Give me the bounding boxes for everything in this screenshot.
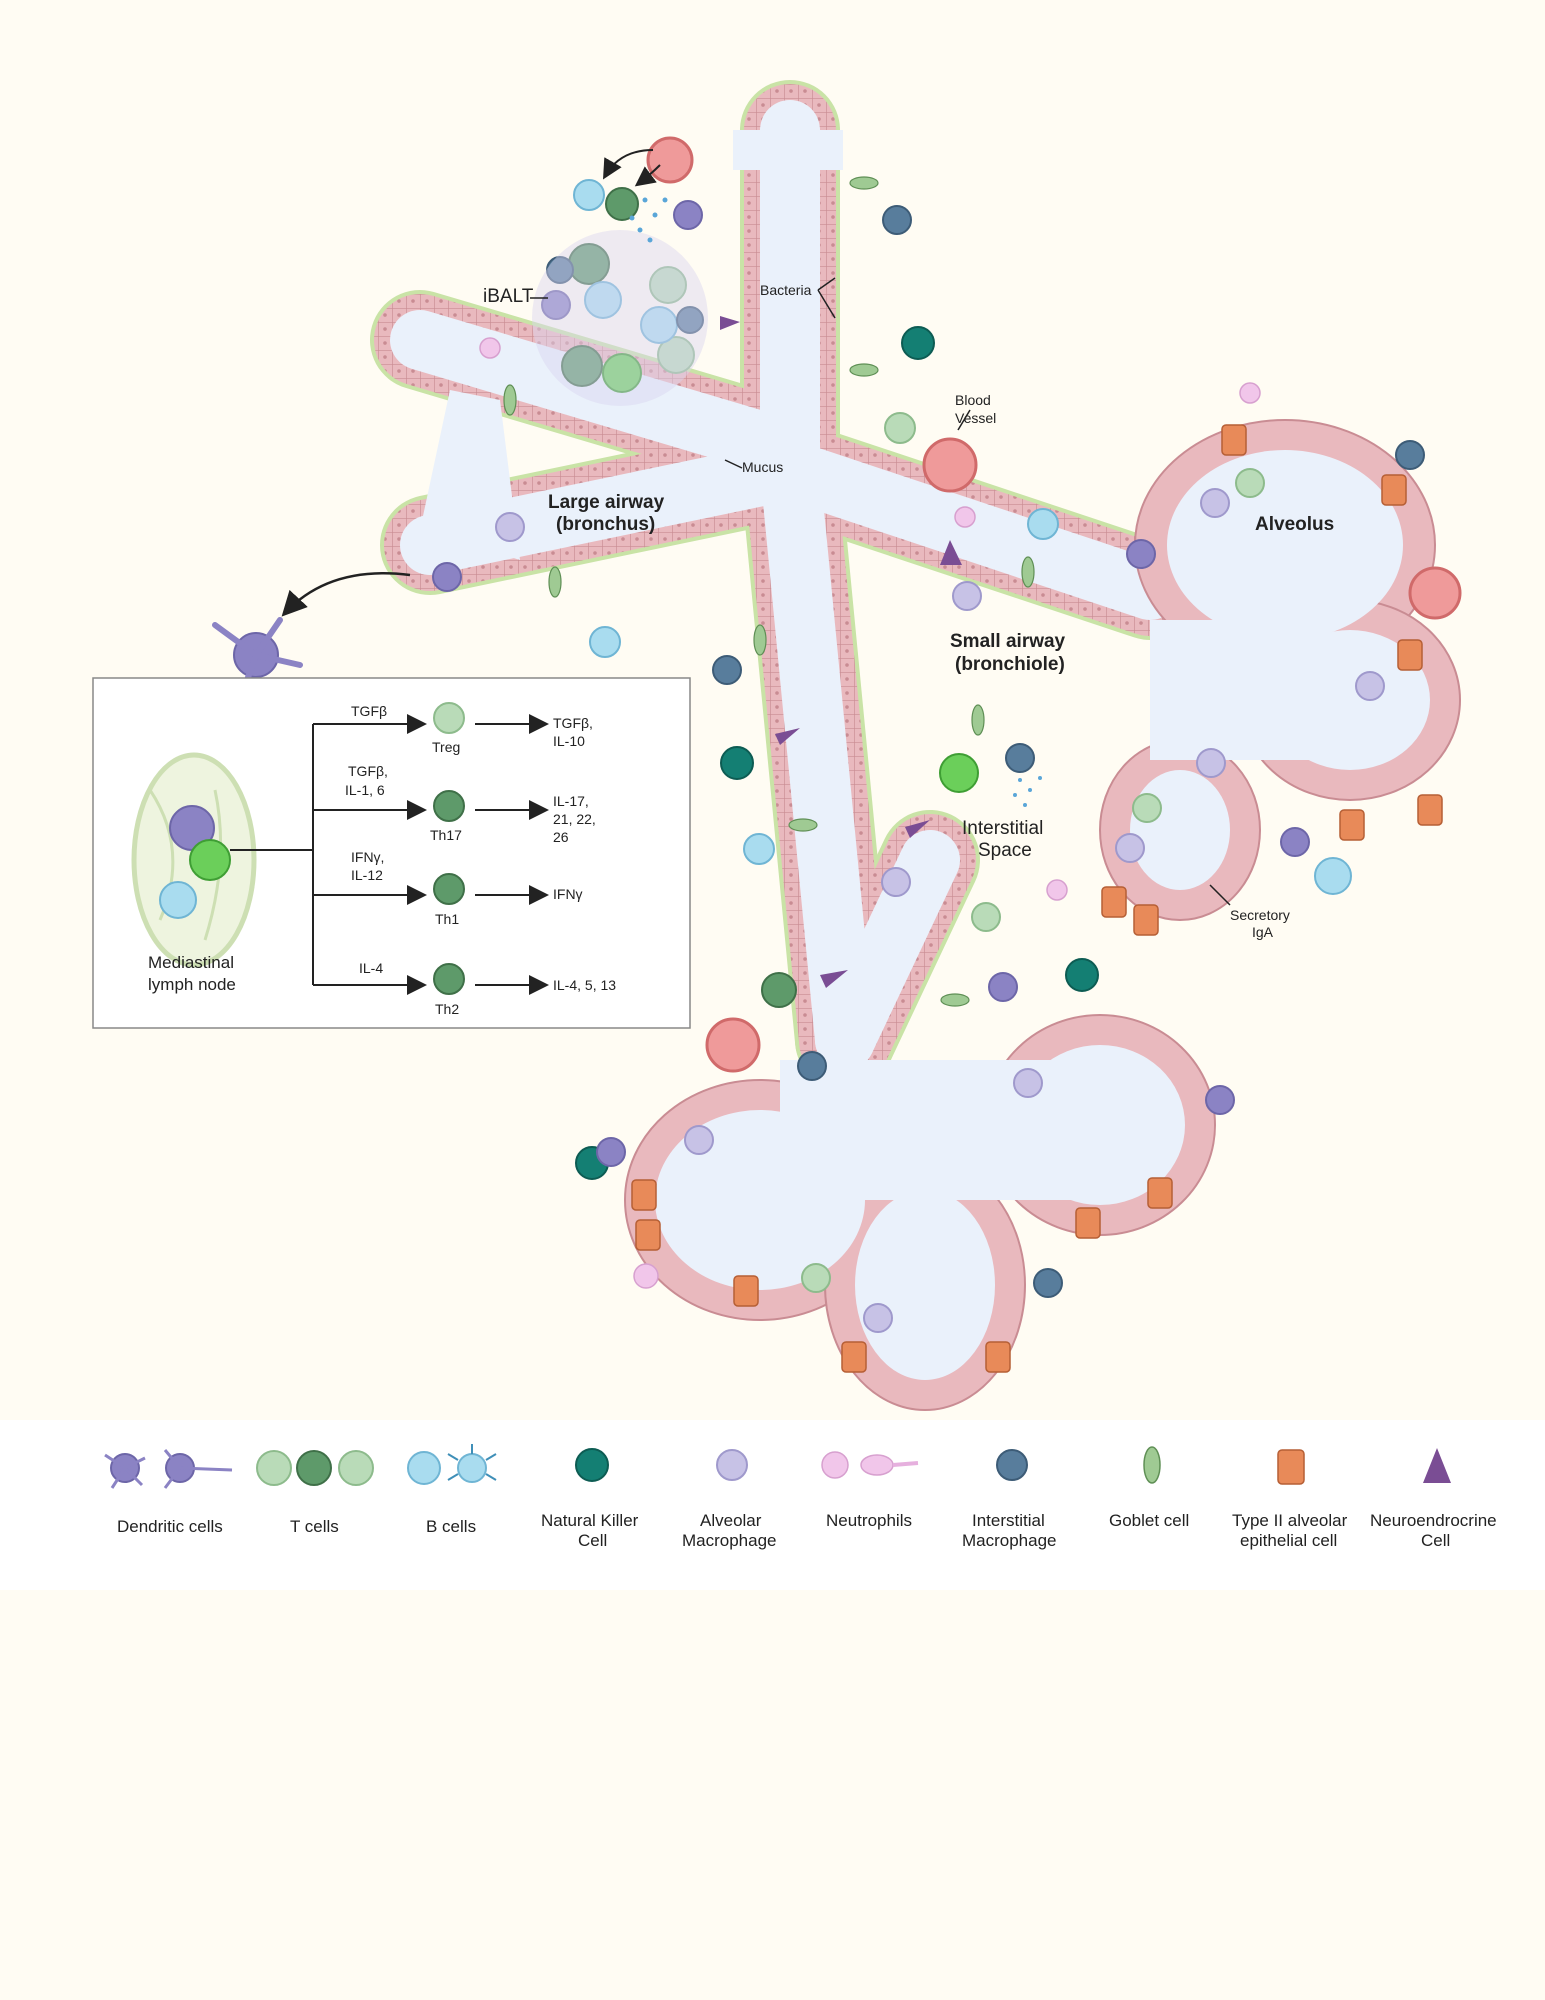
- legend-dendritic-label: Dendritic cells: [117, 1517, 223, 1536]
- legend-interstitial-macrophage-icon: [996, 1449, 1028, 1481]
- legend-neutrophil-icon: [821, 1451, 919, 1479]
- lymph-node-box: Mediastinal lymph node TGFβ Treg TGFβ, I…: [92, 677, 691, 1029]
- label-mucus: Mucus: [742, 459, 783, 475]
- legend-b-cells-label: B cells: [426, 1517, 476, 1536]
- th1-output-1: IFNγ: [553, 886, 583, 902]
- th2-cell-label: Th2: [435, 1001, 459, 1017]
- label-alveolus: Alveolus: [1255, 514, 1334, 535]
- blood-vessels: [646, 136, 1462, 1073]
- neuroendocrine-cells: [720, 316, 962, 988]
- large-airway-opening: [733, 130, 843, 170]
- label-ibalt: iBALT: [483, 286, 534, 307]
- th1-cell-label: Th1: [435, 911, 459, 927]
- pathway-th17: TGFβ, IL-1, 6 Th17 IL-17, 21, 22, 26: [345, 763, 596, 845]
- cytokine-dots: [629, 197, 1042, 807]
- legend-goblet-icon: [1143, 1446, 1161, 1484]
- legend-neutrophils-label: Neutrophils: [826, 1511, 912, 1530]
- th17-output-1: IL-17,: [553, 793, 589, 809]
- lymph-node-label-1: Mediastinal: [148, 953, 234, 972]
- migration-arrow-1: [281, 572, 411, 617]
- legend-nk-label-2: Cell: [578, 1531, 607, 1550]
- pathway-th1: IFNγ, IL-12 Th1 IFNγ: [351, 849, 583, 927]
- label-large-airway-2: (bronchus): [556, 514, 655, 535]
- label-secretory-iga-1: Secretory: [1230, 907, 1290, 923]
- th17-signal-2: IL-1, 6: [345, 782, 385, 798]
- th1-signal-1: IFNγ,: [351, 849, 384, 865]
- legend-interstitial-label-2: Macrophage: [962, 1531, 1057, 1550]
- th17-signal-1: TGFβ,: [348, 763, 388, 779]
- leader-lines: [530, 277, 1231, 906]
- label-small-airway-1: Small airway: [950, 631, 1066, 652]
- pathway-th2: IL-4 Th2 IL-4, 5, 13: [359, 960, 616, 1017]
- treg-output-1: TGFβ,: [553, 715, 593, 731]
- type2-cells: [631, 424, 1443, 1373]
- label-bacteria: Bacteria: [760, 282, 812, 298]
- legend-type2-icon: [1277, 1449, 1305, 1485]
- legend-nk-icon: [575, 1448, 609, 1482]
- th1-signal-2: IL-12: [351, 867, 383, 883]
- label-blood-vessel-1: Blood: [955, 392, 991, 408]
- legend-dendritic-icon: [104, 1449, 233, 1489]
- alveolus-upper: [1099, 419, 1461, 921]
- ibalt-cluster: [532, 230, 708, 406]
- ibalt-arrow-2: [634, 164, 661, 187]
- ibalt-arrow-1: [602, 149, 654, 180]
- diagram-labels: iBALT Bacteria Blood Vessel Mucus Large …: [483, 282, 1334, 940]
- label-large-airway-1: Large airway: [548, 492, 665, 513]
- legend-alveolar-macrophage-icon: [716, 1449, 748, 1481]
- th17-output-3: 26: [553, 829, 569, 845]
- th17-cell-label: Th17: [430, 827, 462, 843]
- airway-tree: [370, 80, 1461, 1411]
- label-blood-vessel-2: Vessel: [955, 410, 996, 426]
- th2-signal: IL-4: [359, 960, 383, 976]
- legend-neuroendocrine-icon: [1423, 1448, 1451, 1483]
- neutrophils: [479, 337, 1261, 1289]
- label-interstitial-2: Space: [978, 840, 1032, 861]
- legend-t-cell-icon: [256, 1450, 374, 1486]
- legend-alveolar-label-2: Macrophage: [682, 1531, 777, 1550]
- th17-output-2: 21, 22,: [553, 811, 596, 827]
- pathway-treg: TGFβ Treg TGFβ, IL-10: [351, 703, 593, 755]
- legend-type2-label-2: epithelial cell: [1240, 1531, 1337, 1550]
- legend: Dendritic cells T cells B cells Natural …: [0, 1420, 1545, 1590]
- lymph-node-label-2: lymph node: [148, 975, 236, 994]
- treg-output-2: IL-10: [553, 733, 585, 749]
- legend-neuroendocrine-label-2: Cell: [1421, 1531, 1450, 1550]
- treg-signal: TGFβ: [351, 703, 387, 719]
- legend-t-cells-label: T cells: [290, 1517, 339, 1536]
- alveolus-lower: [624, 1014, 1216, 1411]
- migrating-dendritic-tendrils: [192, 617, 303, 723]
- label-small-airway-2: (bronchiole): [955, 654, 1065, 675]
- legend-alveolar-label-1: Alveolar: [700, 1511, 762, 1530]
- legend-type2-label-1: Type II alveolar: [1232, 1511, 1348, 1530]
- label-interstitial-1: Interstitial: [962, 818, 1043, 839]
- alveolar-macrophages: [495, 488, 1385, 1333]
- legend-b-cell-icon: [407, 1444, 497, 1485]
- interstitial-macrophages: [546, 205, 1425, 1298]
- legend-goblet-label: Goblet cell: [1109, 1511, 1189, 1530]
- goblet-cells: [503, 176, 1035, 1007]
- legend-nk-label-1: Natural Killer: [541, 1511, 639, 1530]
- large-airway-left-opening: [420, 390, 520, 560]
- dendritic-cells: [233, 200, 1310, 1167]
- nk-cells: [575, 326, 1099, 1180]
- label-secretory-iga-2: IgA: [1252, 924, 1274, 940]
- treg-cell-label: Treg: [432, 739, 460, 755]
- legend-labels: Dendritic cells T cells B cells Natural …: [117, 1511, 1497, 1550]
- legend-neuroendocrine-label-1: Neuroendrocrine: [1370, 1511, 1497, 1530]
- th2-output-1: IL-4, 5, 13: [553, 977, 616, 993]
- legend-interstitial-label-1: Interstitial: [972, 1511, 1045, 1530]
